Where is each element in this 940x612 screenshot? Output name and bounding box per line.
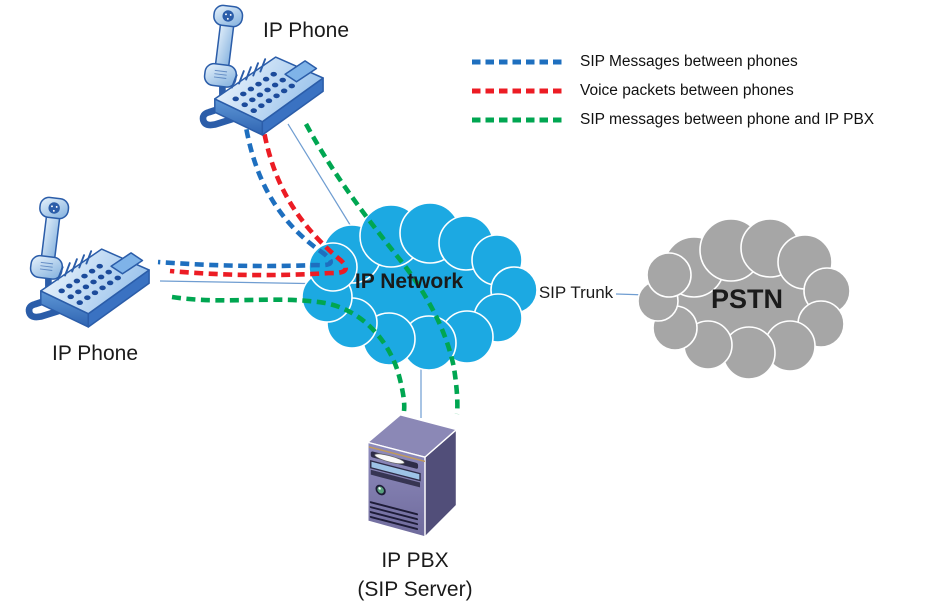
pstn-cloud-shape <box>637 218 851 380</box>
pstn-label: PSTN <box>710 284 784 314</box>
legend-label-voice-packets: Voice packets between phones <box>580 82 794 99</box>
sip-messages-dash-swatch <box>472 59 564 65</box>
sip-messages-path <box>157 114 333 269</box>
legend-item-sip-pbx: SIP messages between phone and IP PBX <box>470 110 874 130</box>
ip-pbx-server-icon <box>366 413 458 538</box>
sip-pbx-path-top-phone <box>303 122 460 415</box>
legend-item-sip-messages: SIP Messages between phones <box>470 52 874 72</box>
sip-pbx-dash-swatch <box>472 117 564 123</box>
ip-pbx-label: IP PBX (SIP Server) <box>357 546 472 604</box>
link-phone-top-to-network <box>287 123 353 229</box>
legend-label-sip-messages: SIP Messages between phones <box>580 53 798 70</box>
voice-packets-path <box>169 119 348 278</box>
legend-label-sip-pbx: SIP messages between phone and IP PBX <box>580 111 875 128</box>
ip-pbx-label-line1: IP PBX <box>381 549 449 572</box>
ip-network-label: IP Network <box>354 270 464 293</box>
ip-phone-left-icon <box>29 196 149 327</box>
phone-left-label: IP Phone <box>51 342 139 365</box>
phone-top-label: IP Phone <box>263 19 350 42</box>
legend: SIP Messages between phones Voice packet… <box>470 52 874 139</box>
ip-network-cloud-shape <box>301 202 538 371</box>
ip-pbx-label-line2: (SIP Server) <box>357 578 473 601</box>
legend-item-voice-packets: Voice packets between phones <box>470 81 874 101</box>
voice-packets-dash-swatch <box>472 88 564 94</box>
sip-trunk-label: SIP Trunk <box>538 283 614 302</box>
sip-pbx-path-left-phone <box>171 294 407 412</box>
